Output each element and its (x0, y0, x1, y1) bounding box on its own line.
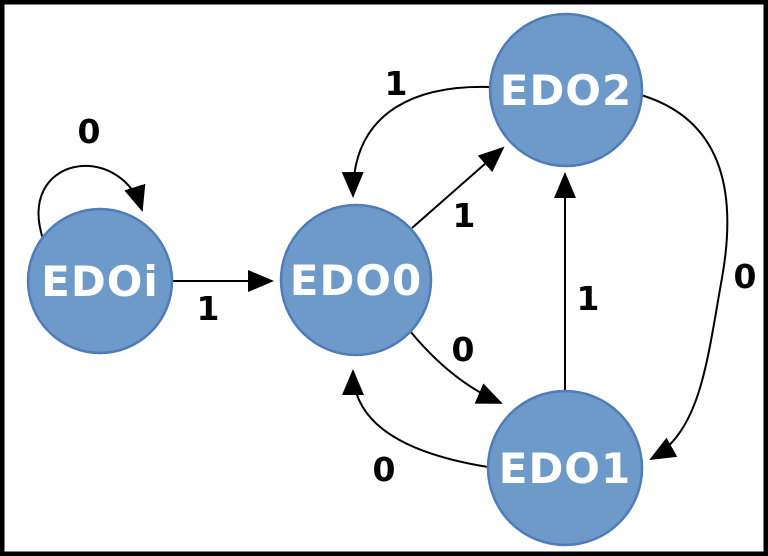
state-label-EDO2: EDO2 (500, 66, 632, 115)
state-circle-EDOi (26, 207, 174, 355)
edge-label-EDO1-EDO0: 0 (373, 450, 396, 489)
node-EDO2: EDO2 (488, 12, 644, 168)
edge-label-EDOi-self: 0 (78, 112, 101, 151)
edge-label-EDO0-EDO2: 1 (453, 196, 476, 235)
state-circle-EDO1 (486, 389, 644, 547)
node-EDO1: EDO1 (486, 389, 644, 547)
edge-EDO0-to-EDO2 (411, 146, 505, 229)
edge-label-EDOi-EDO0: 1 (197, 289, 220, 328)
state-label-EDOi: EDOi (41, 257, 159, 306)
edge-label-EDO0-EDO1: 0 (452, 330, 475, 369)
edge-label-EDO1-EDO2: 1 (577, 279, 600, 318)
state-circle-EDO2 (488, 12, 644, 168)
node-EDOi: EDOi (26, 207, 174, 355)
edge-EDO2-to-EDO0 (341, 85, 491, 198)
edge-label-EDO2-EDO1: 0 (734, 257, 757, 296)
state-label-EDO0: EDO0 (290, 256, 422, 305)
state-circle-EDO0 (279, 203, 433, 357)
node-EDO0: EDO0 (279, 203, 433, 357)
edge-label-EDO2-EDO0: 1 (385, 64, 408, 103)
edge-EDO2-to-EDO1 (640, 94, 729, 460)
edge-EDOi-self-loop (37, 164, 146, 240)
edge-EDO1-to-EDO0 (342, 369, 489, 468)
state-label-EDO1: EDO1 (499, 444, 631, 493)
edge-group: 0 1 1 1 0 0 1 0 (37, 64, 757, 489)
edge-EDO0-to-EDO1 (409, 330, 503, 404)
